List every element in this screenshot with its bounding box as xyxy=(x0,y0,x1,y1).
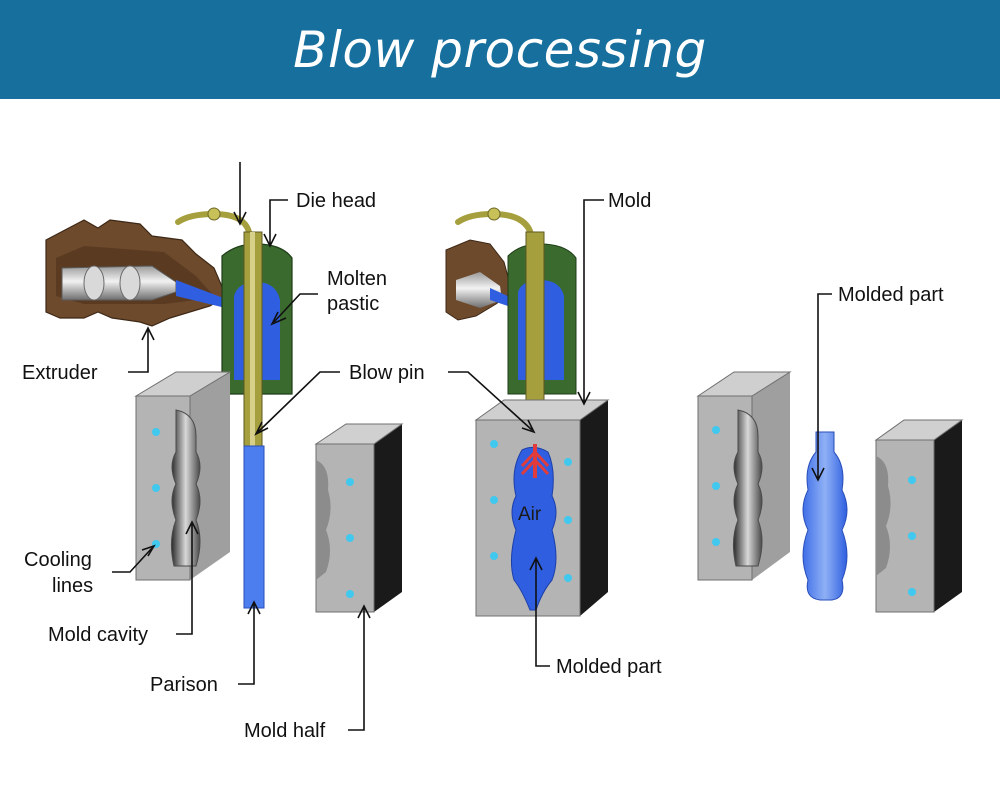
label-molded-part-middle: Molded part xyxy=(556,656,662,678)
label-parison: Parison xyxy=(150,674,218,696)
label-molten-plastic-line1: Molten xyxy=(327,268,387,290)
stage-one xyxy=(45,207,404,613)
blow-pin-stage-two xyxy=(455,207,545,445)
label-mold: Mold xyxy=(608,190,651,212)
label-extruder: Extruder xyxy=(22,362,98,384)
label-cooling-lines-line1: Cooling xyxy=(24,549,92,571)
blow-pin xyxy=(175,207,263,447)
extruder-body xyxy=(45,219,234,327)
label-cooling-lines-line2: lines xyxy=(52,575,93,597)
page-title: Blow processing xyxy=(293,20,707,79)
stage-three xyxy=(696,371,964,613)
label-molded-part-right: Molded part xyxy=(838,284,944,306)
mold-half-right xyxy=(314,423,404,613)
leader-lines xyxy=(112,162,832,731)
parison xyxy=(243,445,265,609)
mold-half-left-open xyxy=(696,371,792,581)
labels: Die head Molten pastic Extruder Blow pin… xyxy=(22,190,944,742)
air-label: Air xyxy=(518,504,542,525)
label-molten-plastic-line2: pastic xyxy=(327,293,379,315)
label-die-head: Die head xyxy=(296,190,376,212)
mold-half-left xyxy=(134,371,232,581)
extruder-body-partial xyxy=(445,239,526,321)
stage-two: Air xyxy=(445,207,610,617)
air-arrow xyxy=(520,444,550,478)
title-banner: Blow processing xyxy=(0,0,1000,99)
molded-part-in-mold xyxy=(510,446,557,611)
label-blow-pin: Blow pin xyxy=(349,362,425,384)
mold-half-right-open xyxy=(874,419,964,613)
finished-bottle xyxy=(802,431,848,601)
label-mold-cavity: Mold cavity xyxy=(48,624,148,646)
label-mold-half: Mold half xyxy=(244,720,326,742)
